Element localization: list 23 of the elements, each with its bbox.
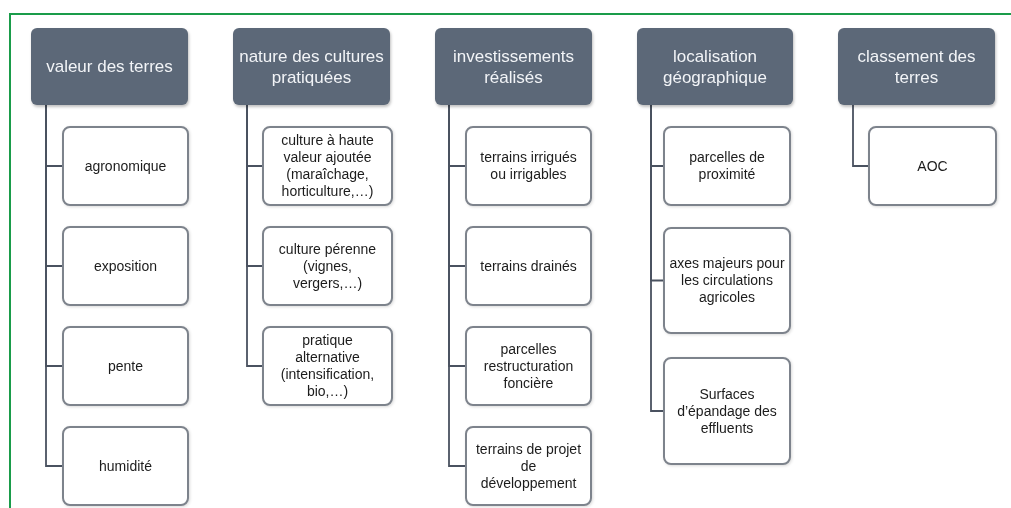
category-box: localisation géographique — [637, 28, 793, 105]
category-box: valeur des terres — [31, 28, 188, 105]
connector-line — [650, 104, 664, 412]
item-box: humidité — [62, 426, 189, 506]
item-box: culture à haute valeur ajoutée (maraîchage, horticulture,…) — [262, 126, 393, 206]
category-box: investissements réalisés — [435, 28, 592, 105]
item-box: pente — [62, 326, 189, 406]
item-box: terrains drainés — [465, 226, 592, 306]
item-box: parcelles restructuration foncière — [465, 326, 592, 406]
item-box: exposition — [62, 226, 189, 306]
item-box: axes majeurs pour les circulations agricoles — [663, 227, 791, 334]
category-box: nature des cultures pratiquées — [233, 28, 390, 105]
connector-line — [246, 104, 263, 367]
item-box: culture pérenne (vignes, vergers,…) — [262, 226, 393, 306]
item-box: agronomique — [62, 126, 189, 206]
item-box: parcelles de proximité — [663, 126, 791, 206]
item-box: terrains de projet de développement — [465, 426, 592, 506]
item-box: pratique alternative (intensification, bio,…) — [262, 326, 393, 406]
item-box: AOC — [868, 126, 997, 206]
connector-line — [852, 104, 869, 167]
item-box: Surfaces d’épandage des effluents — [663, 357, 791, 465]
category-box: classement des terres — [838, 28, 995, 105]
item-box: terrains irrigués ou irrigables — [465, 126, 592, 206]
